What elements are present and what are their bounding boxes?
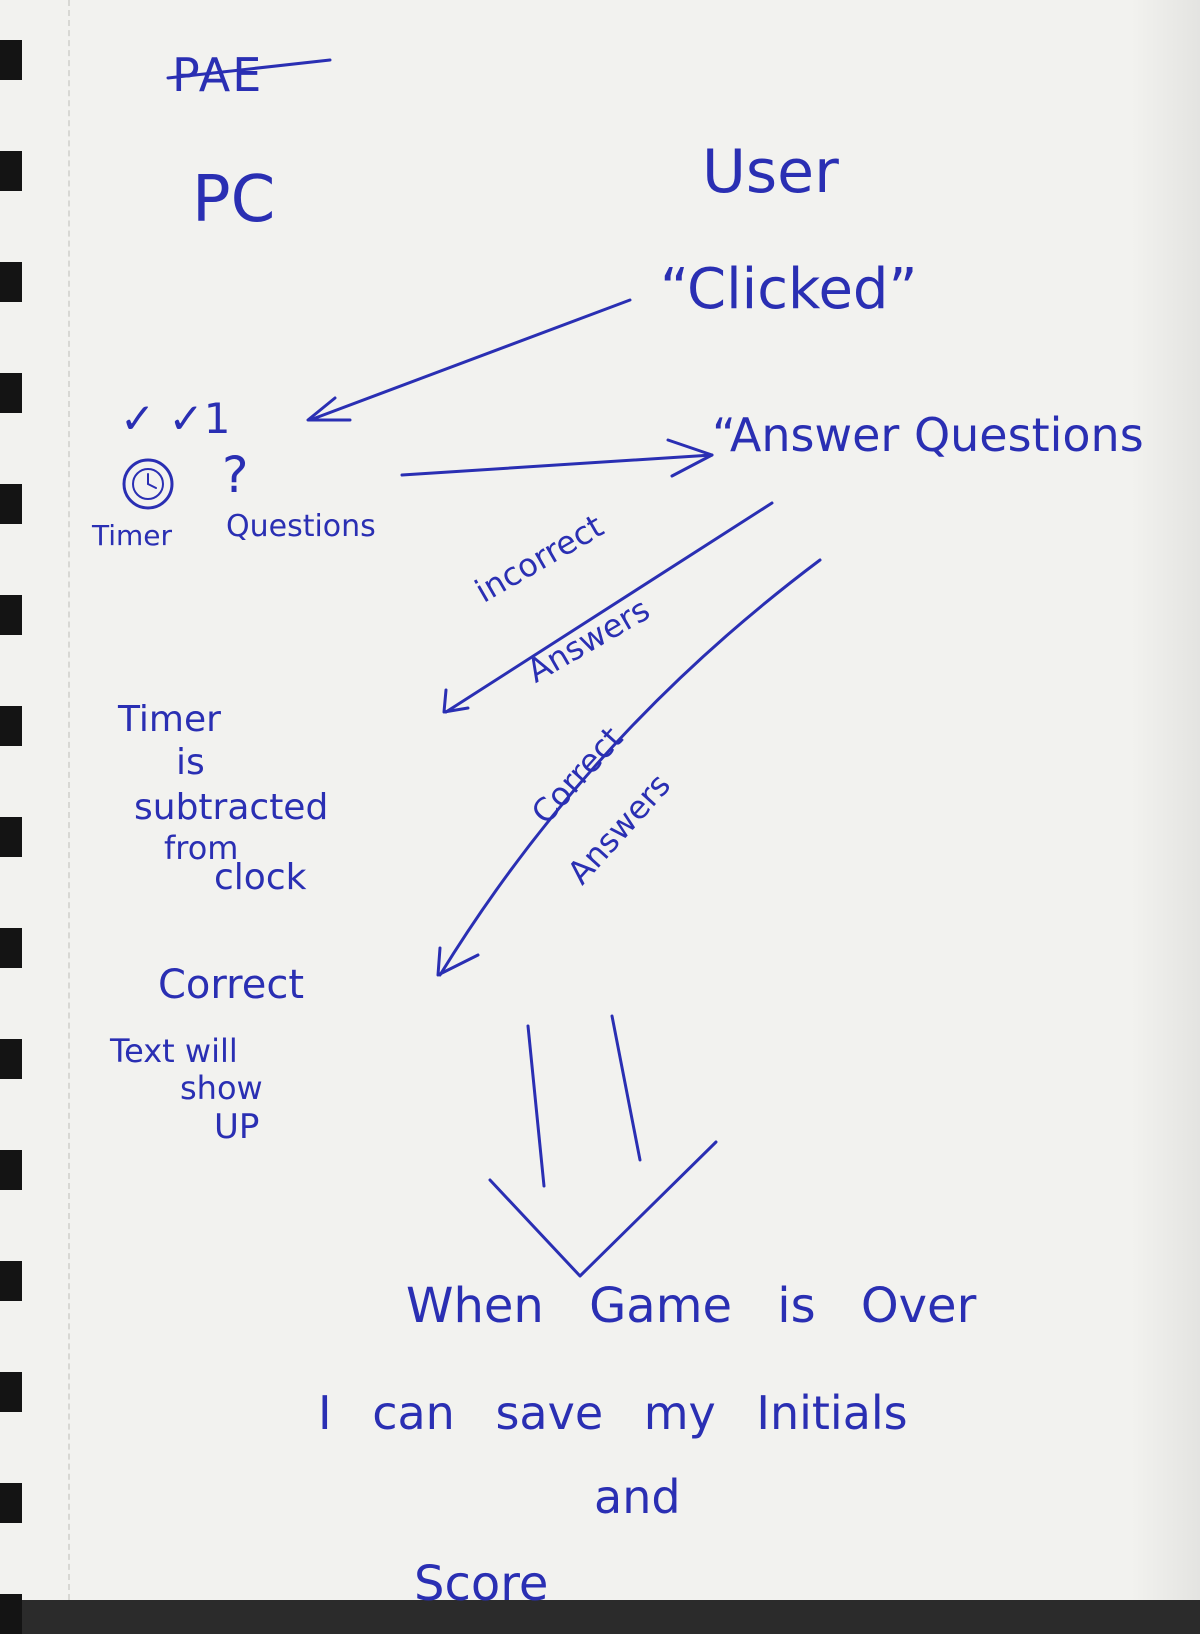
- binder-hole: [0, 1039, 22, 1079]
- arrow-incorrect-head: [442, 688, 470, 714]
- timer-outcome-line2: is: [176, 742, 205, 783]
- check-marks: ✓ ✓1: [120, 394, 231, 443]
- arrow-clicked-head: [306, 396, 352, 422]
- binder-hole: [0, 595, 22, 635]
- binder-hole: [0, 484, 22, 524]
- binder-hole: [0, 1594, 22, 1634]
- down-arrow-shaft-left: [526, 1024, 546, 1188]
- binder-hole: [0, 1483, 22, 1523]
- binder-hole: [0, 817, 22, 857]
- footer-line2: I can save my Initials: [318, 1386, 908, 1440]
- binder-hole: [0, 262, 22, 302]
- arrow-questions: [400, 453, 714, 477]
- down-arrow-head: [488, 1140, 718, 1278]
- pc-label: PC: [192, 163, 276, 237]
- footer-line1: When Game is Over: [406, 1278, 977, 1334]
- arrow-correct-head: [436, 946, 480, 977]
- page-shadow: [1130, 0, 1200, 1600]
- correct-outcome-line1: Correct: [158, 962, 304, 1008]
- perforation-line: [68, 0, 70, 1600]
- binder-hole: [0, 1261, 22, 1301]
- arrow-clicked: [308, 298, 632, 422]
- strikethrough-line: [166, 58, 332, 80]
- binder-hole: [0, 151, 22, 191]
- footer-line3: and: [594, 1470, 681, 1524]
- questions-label: Questions: [226, 509, 376, 544]
- timer-outcome-line3: subtracted: [134, 787, 329, 828]
- answer-questions-label: “Answer Questions: [712, 408, 1144, 462]
- user-label: User: [702, 137, 839, 207]
- binder-hole: [0, 1372, 22, 1412]
- clicked-label: “Clicked”: [660, 257, 918, 322]
- arrow-correct: [438, 558, 822, 977]
- binder-hole: [0, 928, 22, 968]
- timer-outcome-line4: from: [164, 829, 239, 867]
- timer-outcome-line1: Timer: [118, 699, 221, 740]
- correct-outcome-line4: UP: [214, 1107, 260, 1147]
- arrow-incorrect: [444, 501, 774, 714]
- correct-outcome-line3: show: [180, 1069, 263, 1107]
- notebook-page: [0, 0, 1200, 1600]
- arrow-questions-head: [666, 438, 714, 478]
- diagram-strokes: [122, 58, 822, 1278]
- question-mark: ?: [222, 446, 249, 504]
- correct-outcome-line2: Text will: [110, 1032, 238, 1070]
- timer-outcome-line5: clock: [214, 857, 307, 898]
- binder-hole: [0, 706, 22, 746]
- down-arrow-shaft-right: [610, 1014, 642, 1162]
- timer-label: Timer: [92, 519, 173, 552]
- binder-hole: [0, 1150, 22, 1190]
- crossed-out-text: PAE: [172, 48, 264, 102]
- footer-line4: Score: [414, 1556, 549, 1612]
- binder-hole: [0, 40, 22, 80]
- clock-icon: [122, 458, 174, 510]
- binder-hole: [0, 373, 22, 413]
